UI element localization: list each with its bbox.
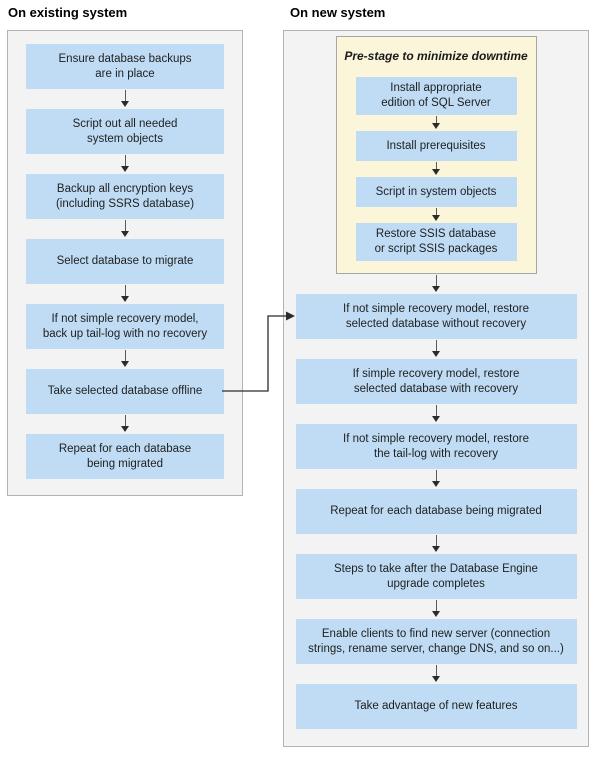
down-arrow-icon	[431, 599, 441, 619]
flow-step: Take advantage of new features	[295, 684, 577, 729]
down-arrow-icon	[431, 339, 441, 359]
flow-step: If not simple recovery model, restore th…	[295, 424, 577, 469]
flow-step: If not simple recovery model, back up ta…	[26, 304, 224, 349]
down-arrow-icon	[431, 534, 441, 554]
down-arrow-icon	[431, 207, 441, 223]
down-arrow-icon	[431, 404, 441, 424]
existing-system-title: On existing system	[8, 5, 128, 20]
flow-step: Enable clients to find new server (conne…	[295, 619, 577, 664]
flow-step: Script out all needed system objects	[26, 109, 224, 154]
flow-step: Repeat for each database being migrated	[295, 489, 577, 534]
new-system-panel: Pre-stage to minimize downtime Install a…	[283, 30, 589, 747]
flow-step: If simple recovery model, restore select…	[295, 359, 577, 404]
flow-step: Take selected database offline	[26, 369, 224, 414]
down-arrow-icon	[120, 154, 130, 174]
new-system-title: On new system	[290, 5, 386, 20]
down-arrow-icon	[120, 89, 130, 109]
down-arrow-icon	[120, 284, 130, 304]
flow-step: Backup all encryption keys (including SS…	[26, 174, 224, 219]
down-arrow-icon	[120, 349, 130, 369]
down-arrow-icon	[431, 469, 441, 489]
down-arrow-icon	[431, 115, 441, 131]
prestage-title: Pre-stage to minimize downtime	[344, 49, 528, 63]
flow-step: If not simple recovery model, restore se…	[295, 294, 577, 339]
down-arrow-icon	[431, 161, 441, 177]
flow-step: Select database to migrate	[26, 239, 224, 284]
down-arrow-icon	[431, 664, 441, 684]
flow-step: Restore SSIS database or script SSIS pac…	[355, 223, 517, 261]
prestage-group: Pre-stage to minimize downtime Install a…	[335, 36, 537, 274]
flow-step: Repeat for each database being migrated	[26, 434, 224, 479]
down-arrow-icon	[120, 219, 130, 239]
flow-step: Steps to take after the Database Engine …	[295, 554, 577, 599]
flow-step: Ensure database backups are in place	[26, 44, 224, 89]
existing-system-panel: Ensure database backups are in place Scr…	[7, 30, 243, 496]
down-arrow-icon	[120, 414, 130, 434]
down-arrow-icon	[431, 274, 441, 294]
flow-step: Script in system objects	[355, 177, 517, 207]
flow-step: Install prerequisites	[355, 131, 517, 161]
flow-step: Install appropriate edition of SQL Serve…	[355, 77, 517, 115]
